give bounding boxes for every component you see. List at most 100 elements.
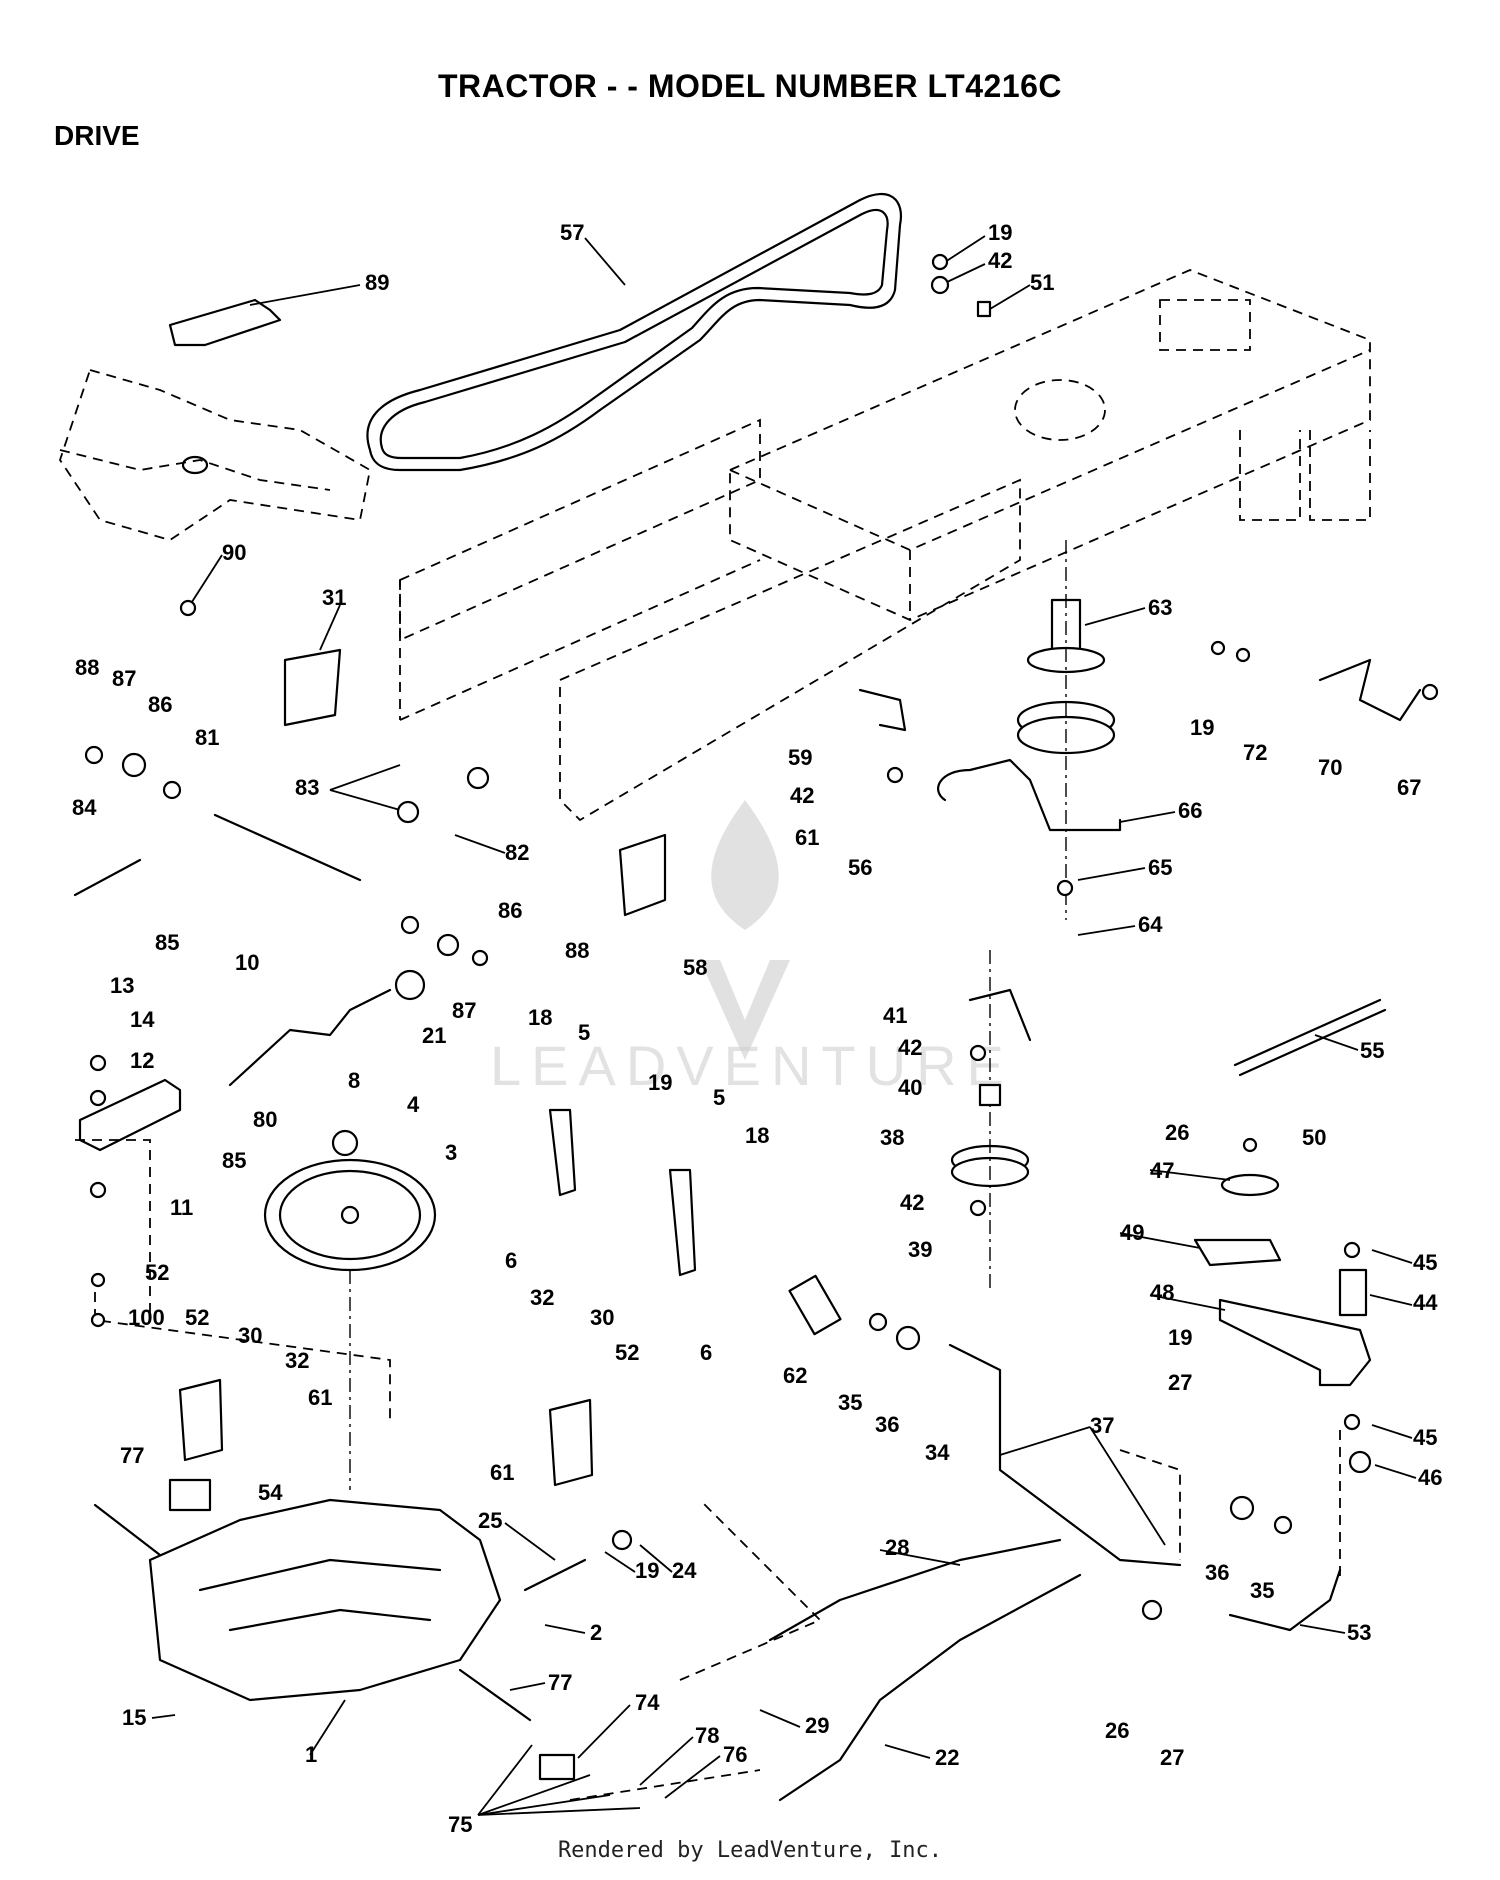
callout-27b: 27 bbox=[1160, 1745, 1184, 1770]
callout-19e: 19 bbox=[635, 1558, 659, 1583]
callout-30b: 30 bbox=[590, 1305, 614, 1330]
callout-31: 31 bbox=[322, 585, 346, 610]
callout-86b: 86 bbox=[498, 898, 522, 923]
callout-61c: 61 bbox=[490, 1460, 514, 1485]
idler-pulley-38 bbox=[950, 950, 1030, 1290]
callout-26b: 26 bbox=[1105, 1718, 1129, 1743]
bracket-30-right bbox=[548, 1398, 594, 1487]
callout-80: 80 bbox=[253, 1107, 277, 1132]
callout-46: 46 bbox=[1418, 1465, 1442, 1490]
callout-65: 65 bbox=[1148, 855, 1172, 880]
callout-44: 44 bbox=[1413, 1290, 1438, 1315]
callout-2: 2 bbox=[590, 1620, 602, 1645]
callout-52: 52 bbox=[145, 1260, 169, 1285]
callout-19: 19 bbox=[988, 220, 1012, 245]
rod-34 bbox=[948, 1343, 1182, 1567]
callout-28: 28 bbox=[885, 1535, 909, 1560]
bracket-5-left bbox=[548, 1108, 577, 1197]
sleeve-62 bbox=[788, 1274, 842, 1336]
callout-4: 4 bbox=[407, 1092, 420, 1117]
callout-42b: 42 bbox=[790, 783, 814, 808]
callout-49: 49 bbox=[1120, 1220, 1144, 1245]
lever-70 bbox=[1318, 658, 1422, 722]
callout-82: 82 bbox=[505, 840, 529, 865]
spacer-40 bbox=[978, 1083, 1002, 1107]
shift-plate-89 bbox=[168, 298, 282, 347]
callout-84: 84 bbox=[72, 795, 97, 820]
callout-50: 50 bbox=[1302, 1125, 1326, 1150]
callout-45b: 45 bbox=[1413, 1425, 1437, 1450]
callout-85b: 85 bbox=[222, 1148, 246, 1173]
callout-62: 62 bbox=[783, 1363, 807, 1388]
callout-85: 85 bbox=[155, 930, 179, 955]
callout-18: 18 bbox=[528, 1005, 552, 1030]
bracket-30-left bbox=[178, 1378, 224, 1462]
callout-100: 100 bbox=[128, 1305, 165, 1330]
rod-22 bbox=[778, 1573, 1082, 1802]
callout-89: 89 bbox=[365, 270, 389, 295]
belt-guide-66 bbox=[937, 758, 1122, 832]
callout-76: 76 bbox=[723, 1742, 747, 1767]
callout-18b: 18 bbox=[745, 1123, 769, 1148]
callout-54: 54 bbox=[258, 1480, 283, 1505]
callout-58: 58 bbox=[683, 955, 707, 980]
tractor-frame bbox=[399, 269, 1371, 822]
callout-36: 36 bbox=[875, 1412, 899, 1437]
idler-arm-48 bbox=[1218, 1298, 1372, 1387]
rod-28 bbox=[768, 1538, 1062, 1642]
callout-55: 55 bbox=[1360, 1038, 1384, 1063]
callout-11: 11 bbox=[170, 1195, 193, 1220]
callout-5b: 5 bbox=[713, 1085, 725, 1110]
drive-belt-inner bbox=[379, 208, 889, 460]
callout-22: 22 bbox=[935, 1745, 959, 1770]
callout-75: 75 bbox=[448, 1812, 472, 1837]
callout-14: 14 bbox=[130, 1007, 155, 1032]
callout-29: 29 bbox=[805, 1713, 829, 1738]
callout-8: 8 bbox=[348, 1068, 360, 1093]
callout-19c: 19 bbox=[1190, 715, 1214, 740]
callout-32b: 32 bbox=[530, 1285, 554, 1310]
shift-lever-8 bbox=[228, 988, 392, 1087]
watermark-logo: LEADVENTURE bbox=[490, 800, 1004, 1097]
callout-15: 15 bbox=[122, 1705, 146, 1730]
callout-70: 70 bbox=[1318, 755, 1342, 780]
callout-52b: 52 bbox=[185, 1305, 209, 1330]
engine-pulley-63 bbox=[1016, 540, 1116, 920]
callout-6b: 6 bbox=[700, 1340, 712, 1365]
callout-90: 90 bbox=[222, 540, 246, 565]
callout-42d: 42 bbox=[900, 1190, 924, 1215]
callout-56: 56 bbox=[848, 855, 872, 880]
shield-31 bbox=[283, 648, 342, 727]
rod-53 bbox=[1228, 1568, 1342, 1632]
callout-30: 30 bbox=[238, 1323, 262, 1348]
transaxle-1 bbox=[93, 1498, 532, 1722]
callout-42: 42 bbox=[988, 248, 1012, 273]
callout-77b: 77 bbox=[548, 1670, 572, 1695]
callout-87b: 87 bbox=[452, 998, 476, 1023]
callout-51: 51 bbox=[1030, 270, 1054, 295]
callout-25: 25 bbox=[478, 1508, 502, 1533]
callout-88b: 88 bbox=[565, 938, 589, 963]
sleeve-54 bbox=[168, 1478, 212, 1512]
bracket-5-right bbox=[668, 1168, 697, 1277]
callout-40: 40 bbox=[898, 1075, 922, 1100]
callout-35b: 35 bbox=[1250, 1578, 1274, 1603]
callout-35: 35 bbox=[838, 1390, 862, 1415]
callout-38: 38 bbox=[880, 1125, 904, 1150]
callout-6: 6 bbox=[505, 1248, 517, 1273]
callout-61: 61 bbox=[795, 825, 819, 850]
section-heading: DRIVE bbox=[54, 120, 140, 151]
leader-lines bbox=[151, 235, 1417, 1816]
callout-42c: 42 bbox=[898, 1035, 922, 1060]
callout-67: 67 bbox=[1397, 775, 1421, 800]
callout-27: 27 bbox=[1168, 1370, 1192, 1395]
callout-83: 83 bbox=[295, 775, 319, 800]
rod-59 bbox=[858, 688, 907, 732]
callout-72: 72 bbox=[1243, 740, 1267, 765]
callout-19b: 19 bbox=[648, 1070, 672, 1095]
callout-24: 24 bbox=[672, 1558, 697, 1583]
spring-25 bbox=[523, 1558, 587, 1592]
drive-belt bbox=[366, 193, 903, 472]
rod-84 bbox=[73, 858, 142, 897]
